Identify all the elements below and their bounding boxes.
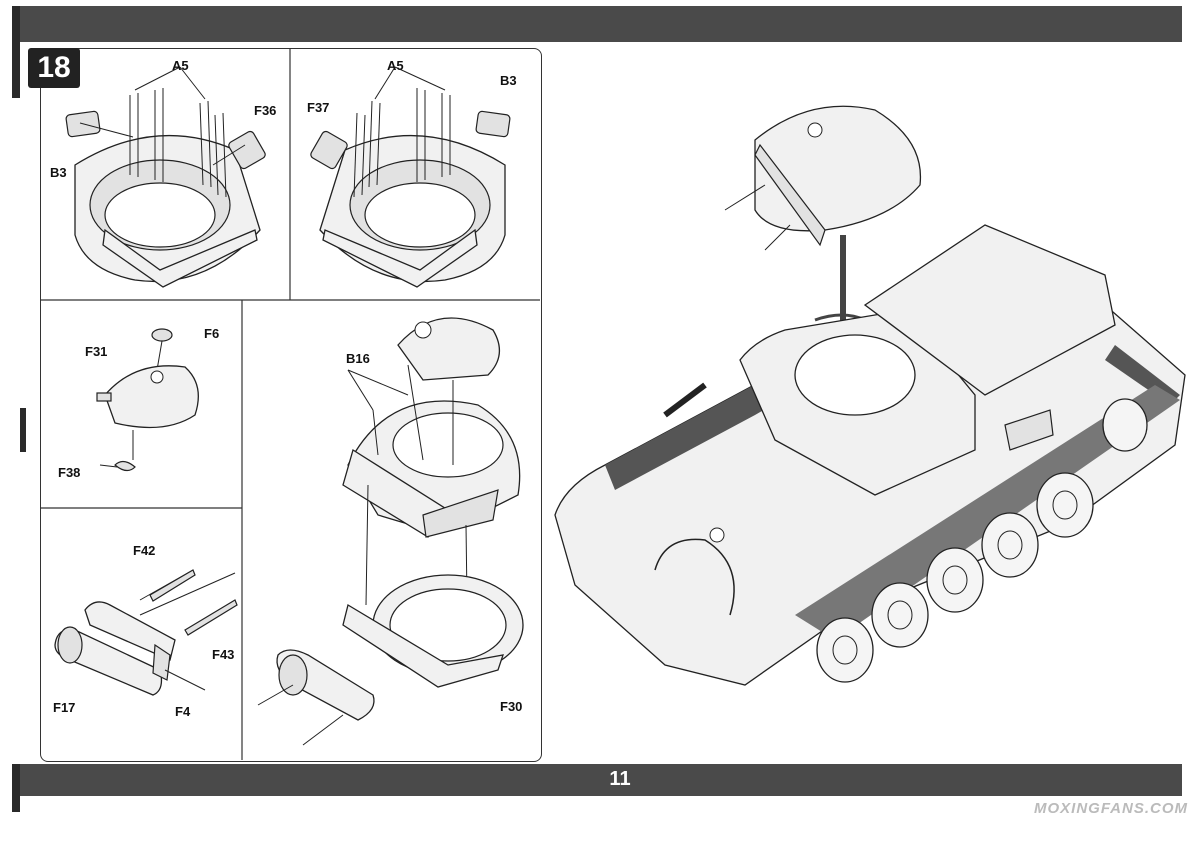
label-b3-right: B3: [500, 73, 517, 88]
label-f43: F43: [212, 647, 235, 662]
page-number: 11: [609, 768, 631, 790]
header-bar: [12, 6, 1182, 42]
step-number-badge: 18: [28, 48, 80, 88]
label-f4: F4: [175, 704, 191, 719]
label-f42: F42: [133, 543, 156, 558]
label-f30: F30: [500, 699, 523, 714]
turret-ring-left-drawing: [65, 66, 266, 288]
label-f38: F38: [58, 465, 81, 480]
label-f6: F6: [204, 326, 220, 341]
gun-mantlet-drawing: [54, 569, 238, 696]
turret-assembly-drawing: [257, 317, 524, 746]
label-b16: B16: [346, 351, 370, 366]
watermark-text: MOXINGFANS.COM: [1033, 800, 1188, 817]
label-a5-right: A5: [387, 58, 404, 73]
left-edge-mark: [12, 6, 20, 98]
hatch-drawing: [96, 328, 199, 472]
turret-ring-right-drawing: [310, 66, 511, 288]
label-a5-left: A5: [172, 58, 189, 73]
tank-illustration: [554, 105, 1186, 686]
label-f37: F37: [307, 100, 330, 115]
label-b3-left: B3: [50, 165, 67, 180]
label-f17: F17: [53, 700, 76, 715]
left-edge-mark-middle: [20, 408, 26, 452]
footer-bar: [12, 764, 1182, 796]
label-f31: F31: [85, 344, 108, 359]
label-f36: F36: [254, 103, 277, 118]
footer-edge-mark: [12, 764, 20, 812]
